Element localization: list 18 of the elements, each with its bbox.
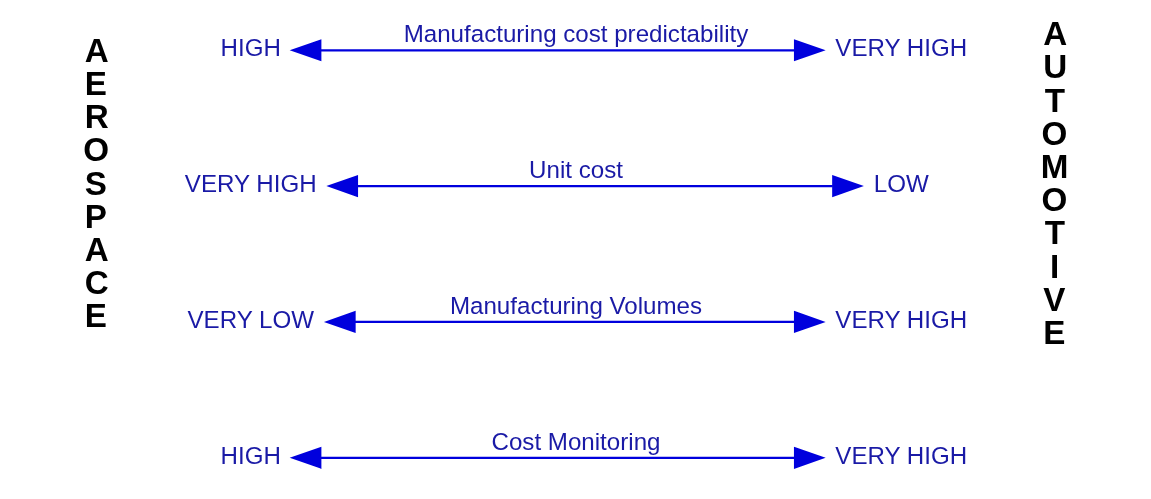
arrow <box>323 310 826 334</box>
edge-label: Manufacturing Volumes <box>449 292 702 320</box>
arrow <box>289 39 826 62</box>
edge-label: Cost Monitoring <box>491 427 660 455</box>
node-text: HIGH <box>220 34 281 61</box>
node-text: VERY LOW <box>187 305 314 333</box>
node-text: VERY HIGH <box>834 441 967 469</box>
node-text: VERY HIGH <box>834 34 967 61</box>
node-text: VERY HIGH <box>184 169 317 197</box>
node-text: HIGH <box>220 441 281 469</box>
arrow <box>289 446 826 469</box>
label: AEROSPACE <box>82 31 109 335</box>
edge-label: Manufacturing cost predictability <box>403 20 748 48</box>
arrow <box>325 175 864 198</box>
node-text: LOW <box>873 169 929 197</box>
node-text: VERY HIGH <box>834 305 967 333</box>
label: AUTOMOTIVE <box>1040 15 1069 351</box>
edge-label: Unit cost <box>528 156 623 184</box>
